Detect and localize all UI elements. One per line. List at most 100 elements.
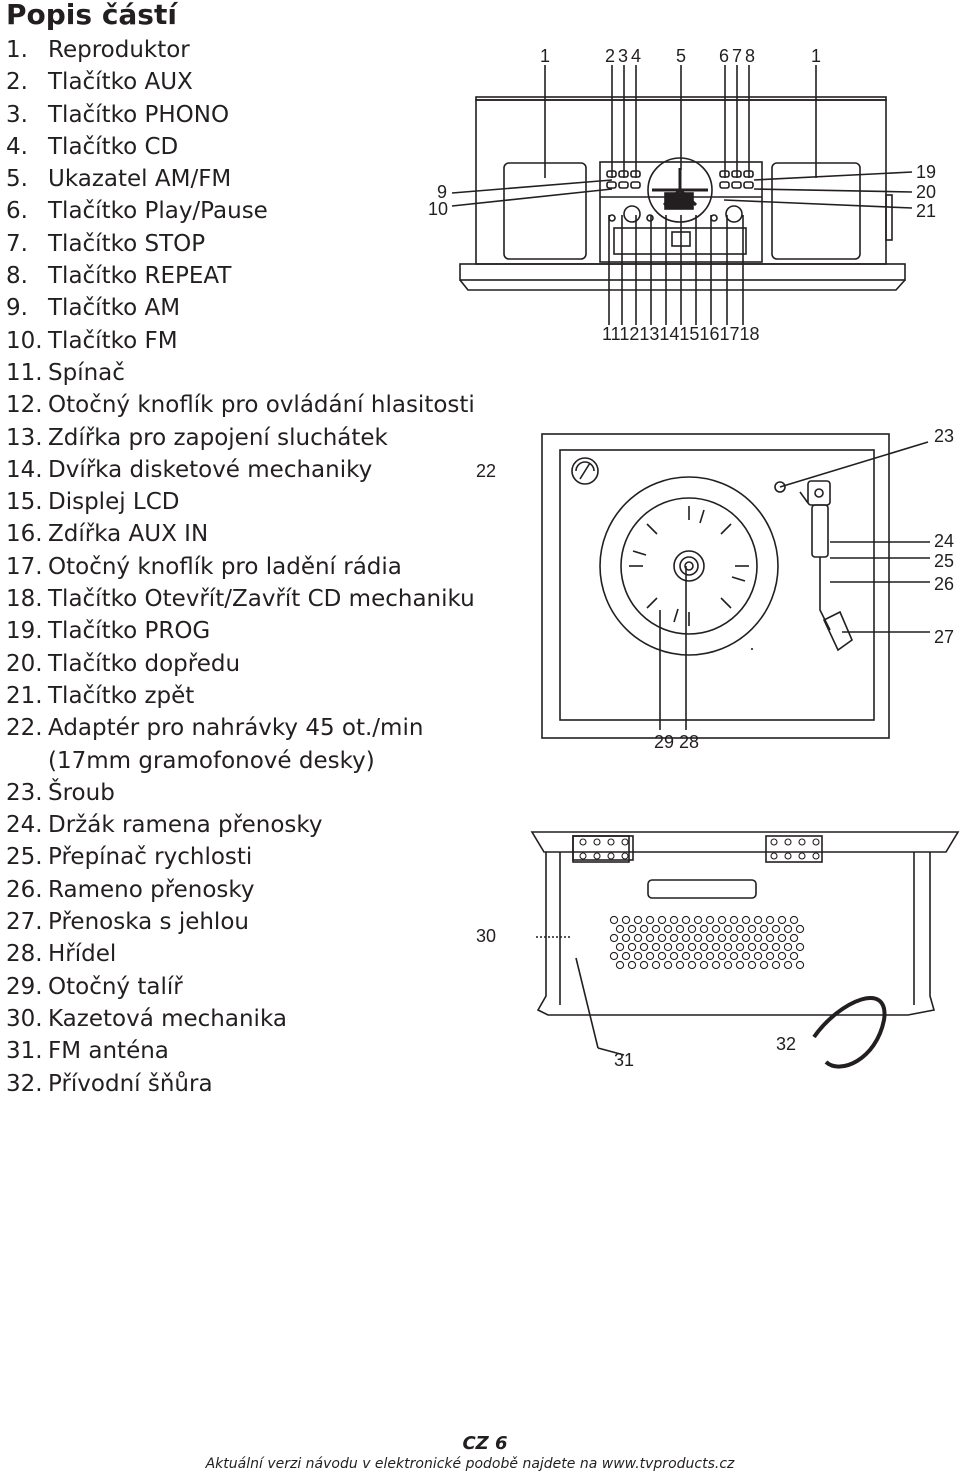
list-item: 3.Tlačítko PHONO	[6, 101, 230, 128]
grille-hole	[651, 942, 661, 952]
grille-hole	[639, 942, 649, 952]
grille-hole	[633, 915, 643, 925]
list-item: 15.Displej LCD	[6, 489, 180, 516]
grille-hole	[759, 942, 769, 952]
callout-label: 24	[934, 531, 954, 551]
grille-hole	[609, 933, 619, 943]
callout-label: 10	[428, 199, 448, 219]
grille-hole	[639, 924, 649, 934]
grille-hole	[615, 924, 625, 934]
callout-label: 32	[776, 1034, 796, 1054]
list-item: 16.Zdířka AUX IN	[6, 521, 209, 548]
grille-hole	[741, 951, 751, 961]
list-item: 1.Reproduktor	[6, 37, 190, 63]
callout-label: 30	[476, 926, 496, 946]
grille-hole	[789, 951, 799, 961]
grille-hole	[705, 915, 715, 925]
front-view-diagram	[451, 65, 913, 325]
callout-label: 4	[631, 46, 641, 66]
grille-hole	[621, 915, 631, 925]
grille-hole	[675, 924, 685, 934]
callout-label: 1	[540, 46, 550, 66]
list-item: 28.Hřídel	[6, 941, 117, 968]
grille-hole	[651, 960, 661, 970]
grille-hole	[669, 933, 679, 943]
grille-hole	[669, 951, 679, 961]
list-item: 22.Adaptér pro nahrávky 45 ot./min	[6, 715, 424, 742]
grille-hole	[705, 933, 715, 943]
grille-hole	[765, 915, 775, 925]
grille-hole	[663, 960, 673, 970]
list-item: 20.Tlačítko dopředu	[6, 650, 241, 677]
back-view-diagram	[530, 831, 960, 1069]
list-item: 31.FM anténa	[6, 1038, 169, 1065]
grille-hole	[777, 951, 787, 961]
list-item: 7.Tlačítko STOP	[6, 230, 206, 257]
grille-hole	[741, 933, 751, 943]
grille-hole	[771, 942, 781, 952]
grille-hole	[687, 924, 697, 934]
grille-hole	[795, 924, 805, 934]
grille-hole	[699, 924, 709, 934]
page-number: CZ 6	[462, 1433, 508, 1454]
grille-hole	[657, 933, 667, 943]
callout-label: 6	[719, 46, 729, 66]
list-item: 10.Tlačítko FM	[6, 327, 178, 354]
grille-hole	[717, 951, 727, 961]
grille-hole	[687, 942, 697, 952]
grille-hole	[609, 951, 619, 961]
grille-hole	[699, 942, 709, 952]
list-item: 8.Tlačítko REPEAT	[6, 263, 232, 290]
grille-hole	[609, 915, 619, 925]
list-item: 24.Držák ramena přenosky	[6, 812, 323, 839]
grille-hole	[675, 960, 685, 970]
list-item: 11.Spínač	[6, 359, 125, 386]
grille-hole	[693, 951, 703, 961]
grille-hole	[765, 933, 775, 943]
grille-hole	[723, 924, 733, 934]
callout-label: 31	[614, 1050, 634, 1070]
list-item: 9.Tlačítko AM	[6, 295, 181, 322]
callout-label: 25	[934, 551, 954, 571]
callout-label: 26	[934, 574, 954, 594]
grille-hole	[765, 951, 775, 961]
grille-hole	[711, 924, 721, 934]
callout-label: 1	[811, 46, 821, 66]
page-title: Popis částí	[6, 0, 177, 31]
list-item: 13.Zdířka pro zapojení sluchátek	[6, 424, 388, 451]
footer-note: Aktuální verzi návodu v elektronické pod…	[205, 1456, 735, 1472]
parts-list: 1.Reproduktor 2.Tlačítko AUX 3.Tlačítko …	[6, 34, 475, 1100]
list-item: 4.Tlačítko CD	[6, 133, 179, 160]
grille-hole	[669, 915, 679, 925]
grille-hole	[651, 924, 661, 934]
grille-hole	[681, 933, 691, 943]
callout-label: 29 28	[654, 732, 699, 752]
grille-hole	[735, 960, 745, 970]
list-item: 2.Tlačítko AUX	[6, 69, 193, 96]
list-item: 12.Otočný knoflík pro ovládání hlasitost…	[6, 392, 475, 419]
grille-hole	[783, 960, 793, 970]
grille-hole	[771, 924, 781, 934]
grille-hole	[699, 960, 709, 970]
grille-hole	[729, 915, 739, 925]
callout-label: 5	[676, 46, 686, 66]
grille-hole	[711, 960, 721, 970]
grille-hole	[795, 960, 805, 970]
speaker-grille	[609, 915, 805, 970]
grille-hole	[621, 933, 631, 943]
callout-label: 20	[916, 182, 936, 202]
callout-label: 23	[934, 426, 954, 446]
list-item: 14.Dvířka disketové mechaniky	[6, 456, 373, 483]
grille-hole	[621, 951, 631, 961]
grille-hole	[681, 915, 691, 925]
list-item: 23.Šroub	[6, 779, 115, 806]
grille-hole	[789, 933, 799, 943]
list-item: 26.Rameno přenosky	[6, 876, 255, 903]
grille-hole	[747, 960, 757, 970]
callout-label: 9	[437, 182, 447, 202]
bracket-holes	[579, 838, 820, 860]
list-item: 17.Otočný knoflík pro ladění rádia	[6, 553, 402, 580]
callout-label: 19	[916, 162, 936, 182]
list-item-continuation: (17mm gramofonové desky)	[48, 747, 375, 774]
list-item: 19.Tlačítko PROG	[6, 618, 211, 645]
